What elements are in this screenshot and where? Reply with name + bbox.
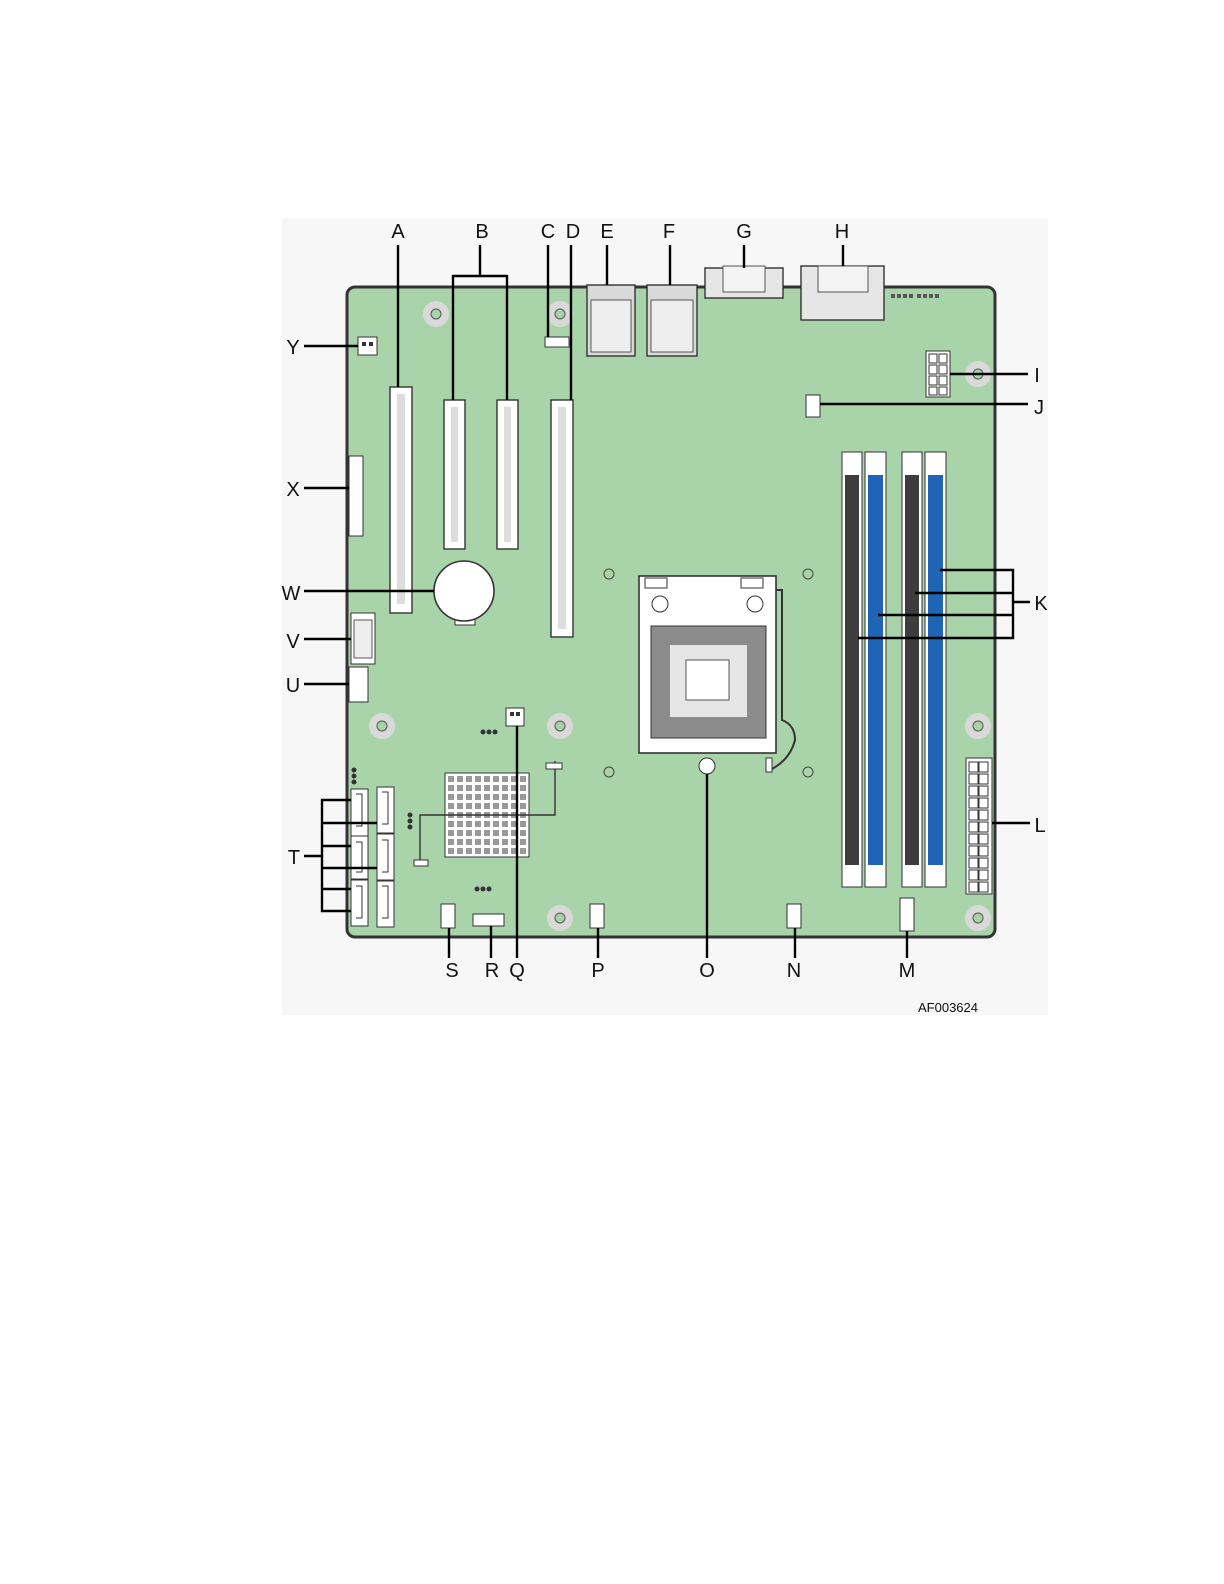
header-y xyxy=(358,337,377,355)
cpu-socket-o xyxy=(639,576,795,774)
callout-o: O xyxy=(699,960,715,982)
fan-header-j xyxy=(806,395,820,417)
header-q xyxy=(506,708,524,726)
fan-header-s xyxy=(441,904,455,928)
callout-n: N xyxy=(787,960,801,982)
callout-d: D xyxy=(566,221,580,243)
header-m xyxy=(900,898,914,931)
header-u xyxy=(349,667,368,702)
callout-x: X xyxy=(286,479,299,501)
header-x xyxy=(349,456,363,536)
header-r xyxy=(473,914,504,926)
callout-m: M xyxy=(899,960,916,982)
callout-h: H xyxy=(835,221,849,243)
callout-t: T xyxy=(288,847,300,869)
callout-p: P xyxy=(591,960,604,982)
callout-s: S xyxy=(445,960,458,982)
callout-b: B xyxy=(475,221,488,243)
callout-c: C xyxy=(541,221,555,243)
callout-q: Q xyxy=(509,960,525,982)
callout-e: E xyxy=(600,221,613,243)
callout-g: G xyxy=(736,221,752,243)
callout-a: A xyxy=(391,221,405,243)
header-c xyxy=(545,337,569,347)
callout-l: L xyxy=(1034,815,1045,837)
callout-j: J xyxy=(1034,397,1044,419)
callout-r: R xyxy=(485,960,499,982)
callout-y: Y xyxy=(286,337,299,359)
callout-w: W xyxy=(282,583,301,605)
callout-v: V xyxy=(286,631,300,653)
callout-i: I xyxy=(1034,365,1040,387)
figure-id: AF003624 xyxy=(918,1000,978,1015)
callout-k: K xyxy=(1034,593,1048,615)
fan-header-p xyxy=(590,904,604,928)
callout-u: U xyxy=(286,675,300,697)
callout-f: F xyxy=(663,221,675,243)
fan-header-n xyxy=(787,904,801,928)
